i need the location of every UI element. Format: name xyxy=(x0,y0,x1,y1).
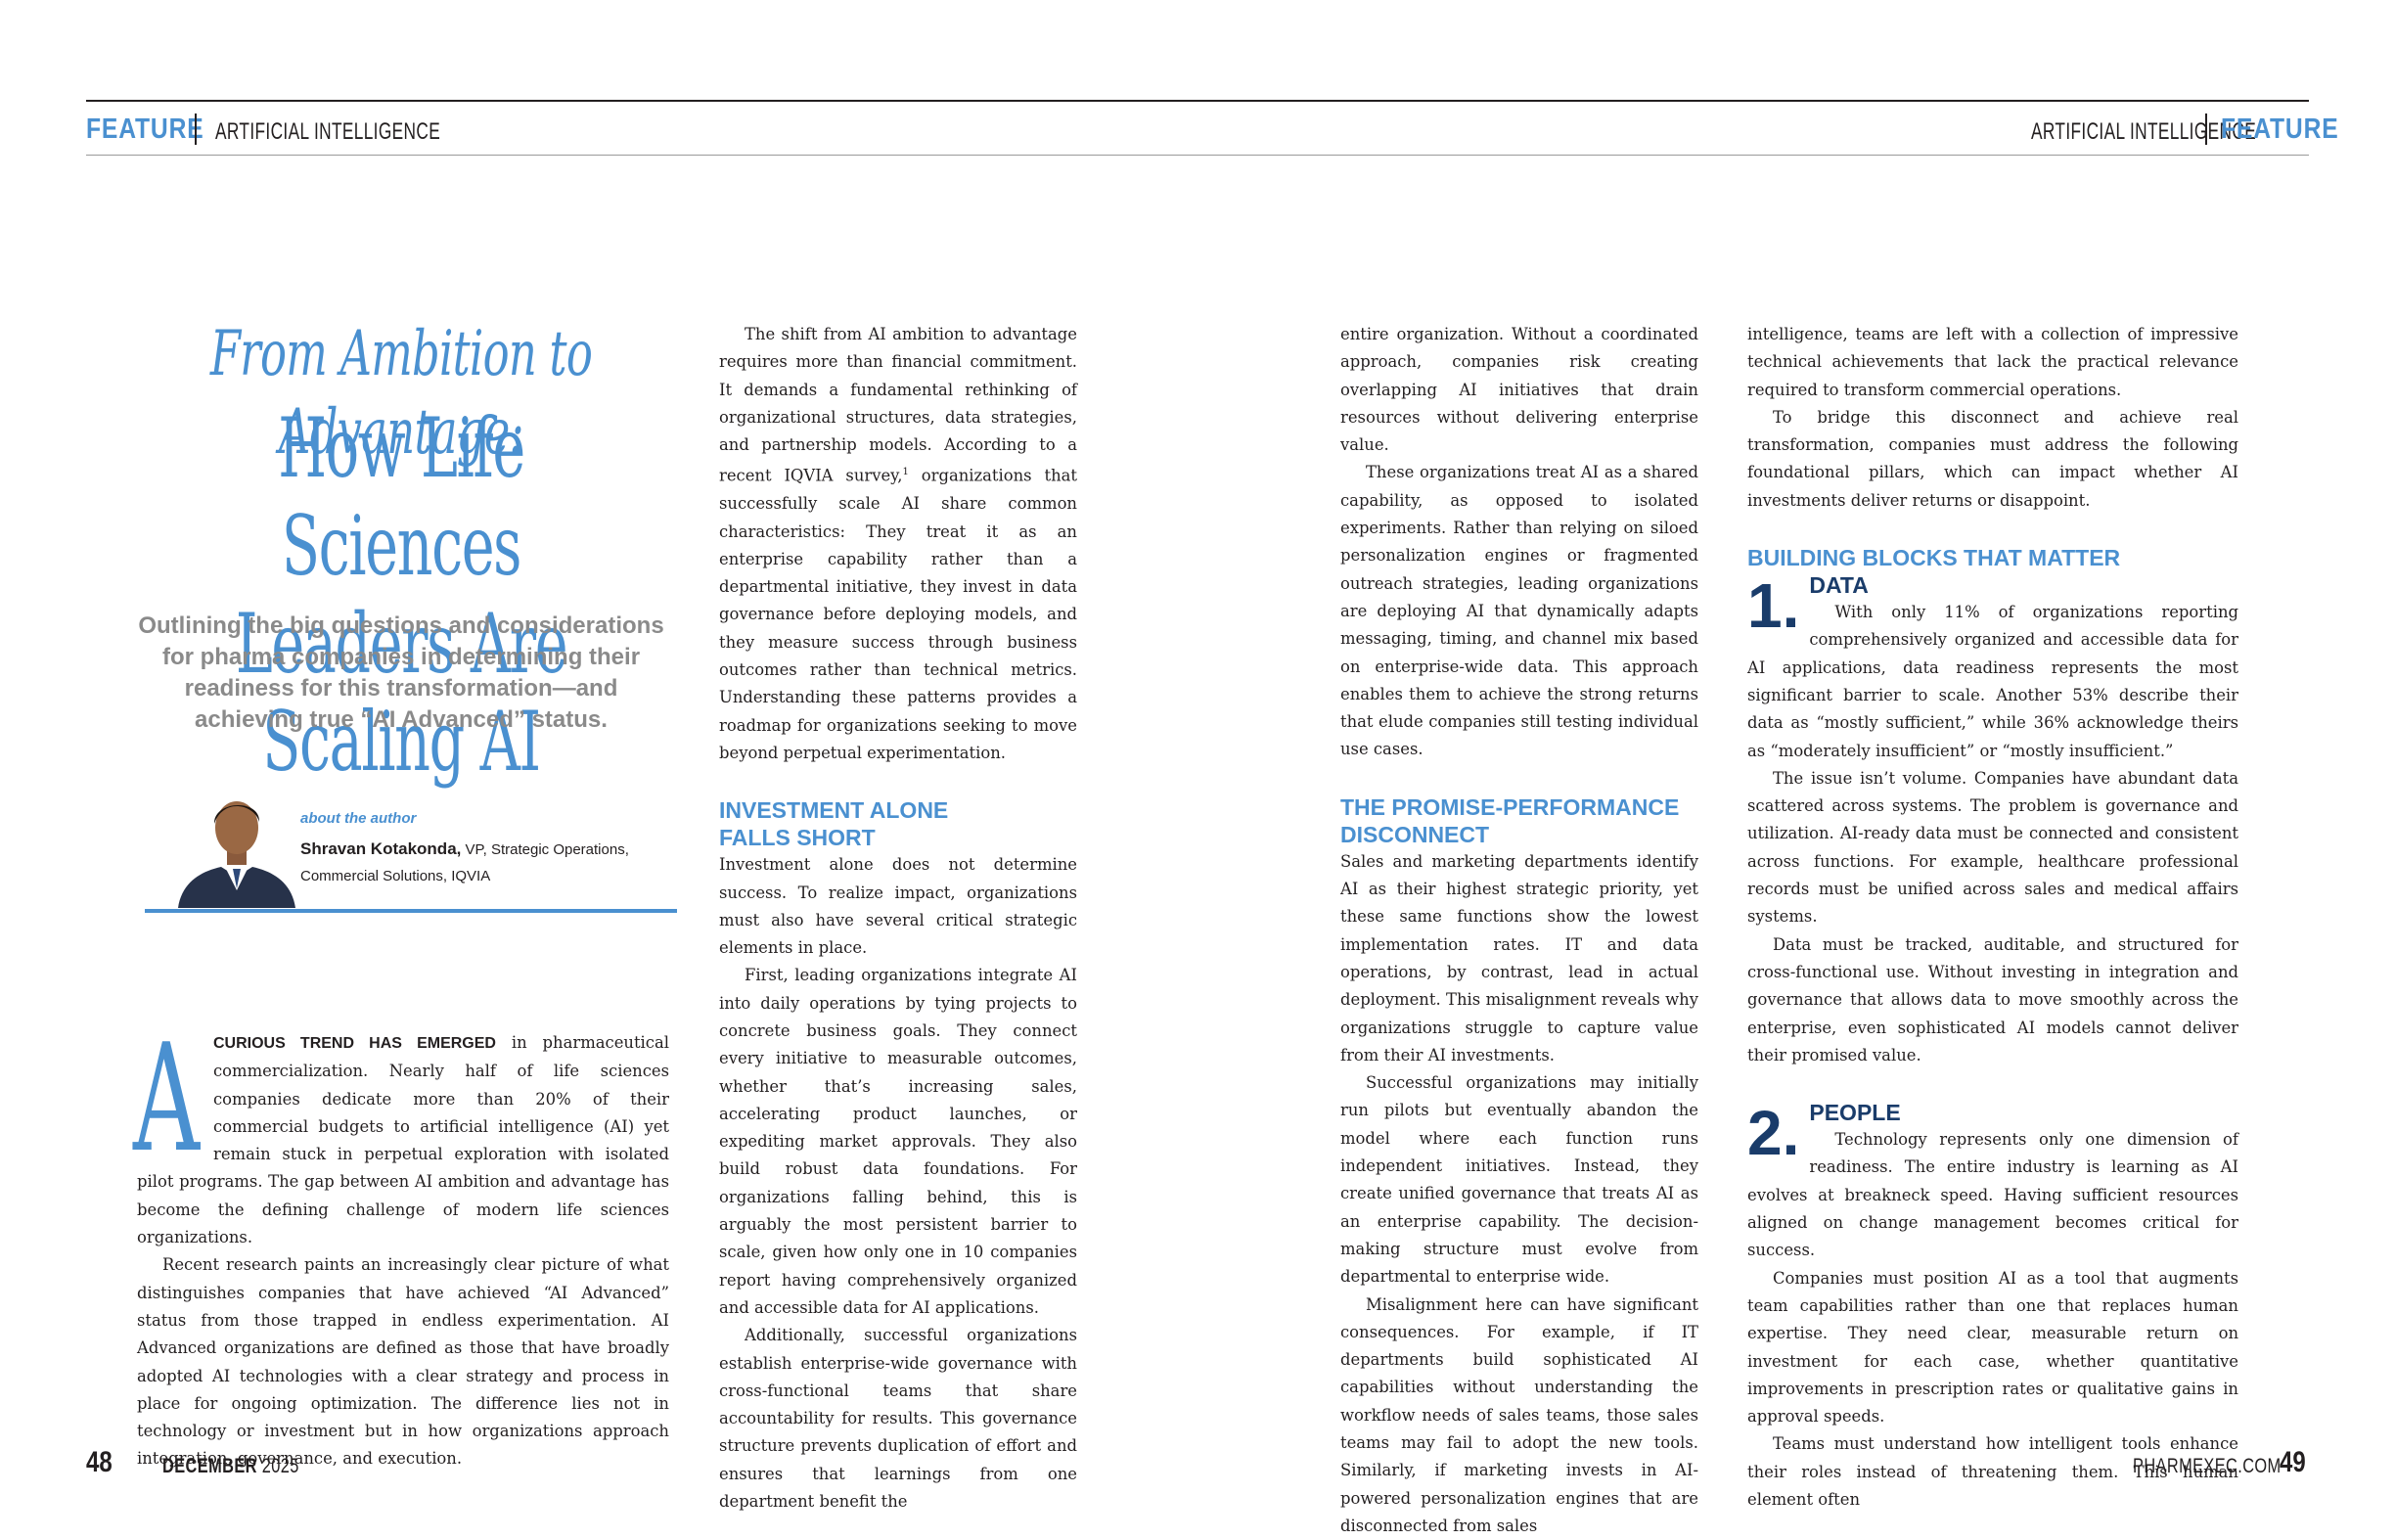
article-column-4: intelligence, teams are left with a coll… xyxy=(1747,321,2238,1514)
author-name: Shravan Kotakonda, xyxy=(300,839,461,858)
paragraph: To bridge this disconnect and achieve re… xyxy=(1747,404,2238,515)
issue-year: 2025 xyxy=(257,1455,299,1477)
paragraph: These organizations treat AI as a shared… xyxy=(1340,459,1698,763)
paragraph: Misalignment here can have significant c… xyxy=(1340,1291,1698,1540)
pillar-number: 1. xyxy=(1747,579,1799,632)
pillar-heading: PEOPLE xyxy=(1747,1099,2238,1126)
issue-date: DECEMBER 2025 xyxy=(162,1455,299,1478)
paragraph: Additionally, successful organizations e… xyxy=(719,1322,1077,1516)
paragraph-text: The shift from AI ambition to advantage … xyxy=(719,325,1077,485)
paragraph: Recent research paints an increasingly c… xyxy=(137,1251,669,1472)
site-url: PHARMEXEC.COM xyxy=(2133,1455,2282,1478)
paragraph: Sales and marketing departments identify… xyxy=(1340,848,1698,1069)
issue-month: DECEMBER xyxy=(162,1455,257,1477)
page-number-right: 49 xyxy=(2280,1446,2306,1479)
paragraph: entire organization. Without a coordinat… xyxy=(1340,321,1698,459)
header-feature-label-left: FEATURE xyxy=(86,113,204,146)
paragraph: First, leading organizations integrate A… xyxy=(719,962,1077,1322)
page-number-left: 48 xyxy=(86,1446,113,1479)
paragraph-text: in pharmaceutical commercialization. Nea… xyxy=(137,1033,669,1246)
pillar-number: 2. xyxy=(1747,1107,1799,1159)
header-feature-label-right: FEATURE xyxy=(2221,113,2339,146)
paragraph: Data must be tracked, auditable, and str… xyxy=(1747,931,2238,1069)
header-divider-left xyxy=(195,113,197,145)
article-subtitle: Outlining the big questions and consider… xyxy=(137,611,665,736)
header-section-label-left: ARTIFICIAL INTELLIGENCE xyxy=(215,118,440,146)
article-title-line-1: How Life Sciences xyxy=(188,399,613,595)
paragraph: With only 11% of organizations reporting… xyxy=(1747,599,2238,765)
header-top-rule xyxy=(86,100,2309,102)
paragraph-text: organizations that successfully scale AI… xyxy=(719,467,1077,762)
header-bottom-rule xyxy=(86,155,2309,156)
author-label: about the author xyxy=(300,810,416,827)
article-column-3: entire organization. Without a coordinat… xyxy=(1340,321,1698,1540)
drop-cap: A xyxy=(133,1035,177,1162)
section-heading: BUILDING BLOCKS THAT MATTER xyxy=(1747,544,2238,571)
paragraph: Technology represents only one dimension… xyxy=(1747,1126,2238,1264)
pillar-people: 2. PEOPLE Technology represents only one… xyxy=(1747,1099,2238,1264)
paragraph: The issue isn’t volume. Companies have a… xyxy=(1747,765,2238,931)
paragraph: intelligence, teams are left with a coll… xyxy=(1747,321,2238,404)
author-rule xyxy=(145,909,677,913)
article-column-2: The shift from AI ambition to advantage … xyxy=(719,321,1077,1516)
lead-in: CURIOUS TREND HAS EMERGED xyxy=(213,1035,496,1052)
paragraph: Investment alone does not determine succ… xyxy=(719,851,1077,962)
paragraph: The shift from AI ambition to advantage … xyxy=(719,321,1077,767)
author-byline: Shravan Kotakonda, VP, Strategic Operati… xyxy=(300,836,662,889)
pillar-heading: DATA xyxy=(1747,571,2238,599)
paragraph: Companies must position AI as a tool tha… xyxy=(1747,1265,2238,1431)
pillar-data: 1. DATA With only 11% of organizations r… xyxy=(1747,571,2238,765)
author-photo xyxy=(164,783,309,908)
header-divider-right xyxy=(2205,113,2207,145)
paragraph: Successful organizations may initially r… xyxy=(1340,1069,1698,1291)
